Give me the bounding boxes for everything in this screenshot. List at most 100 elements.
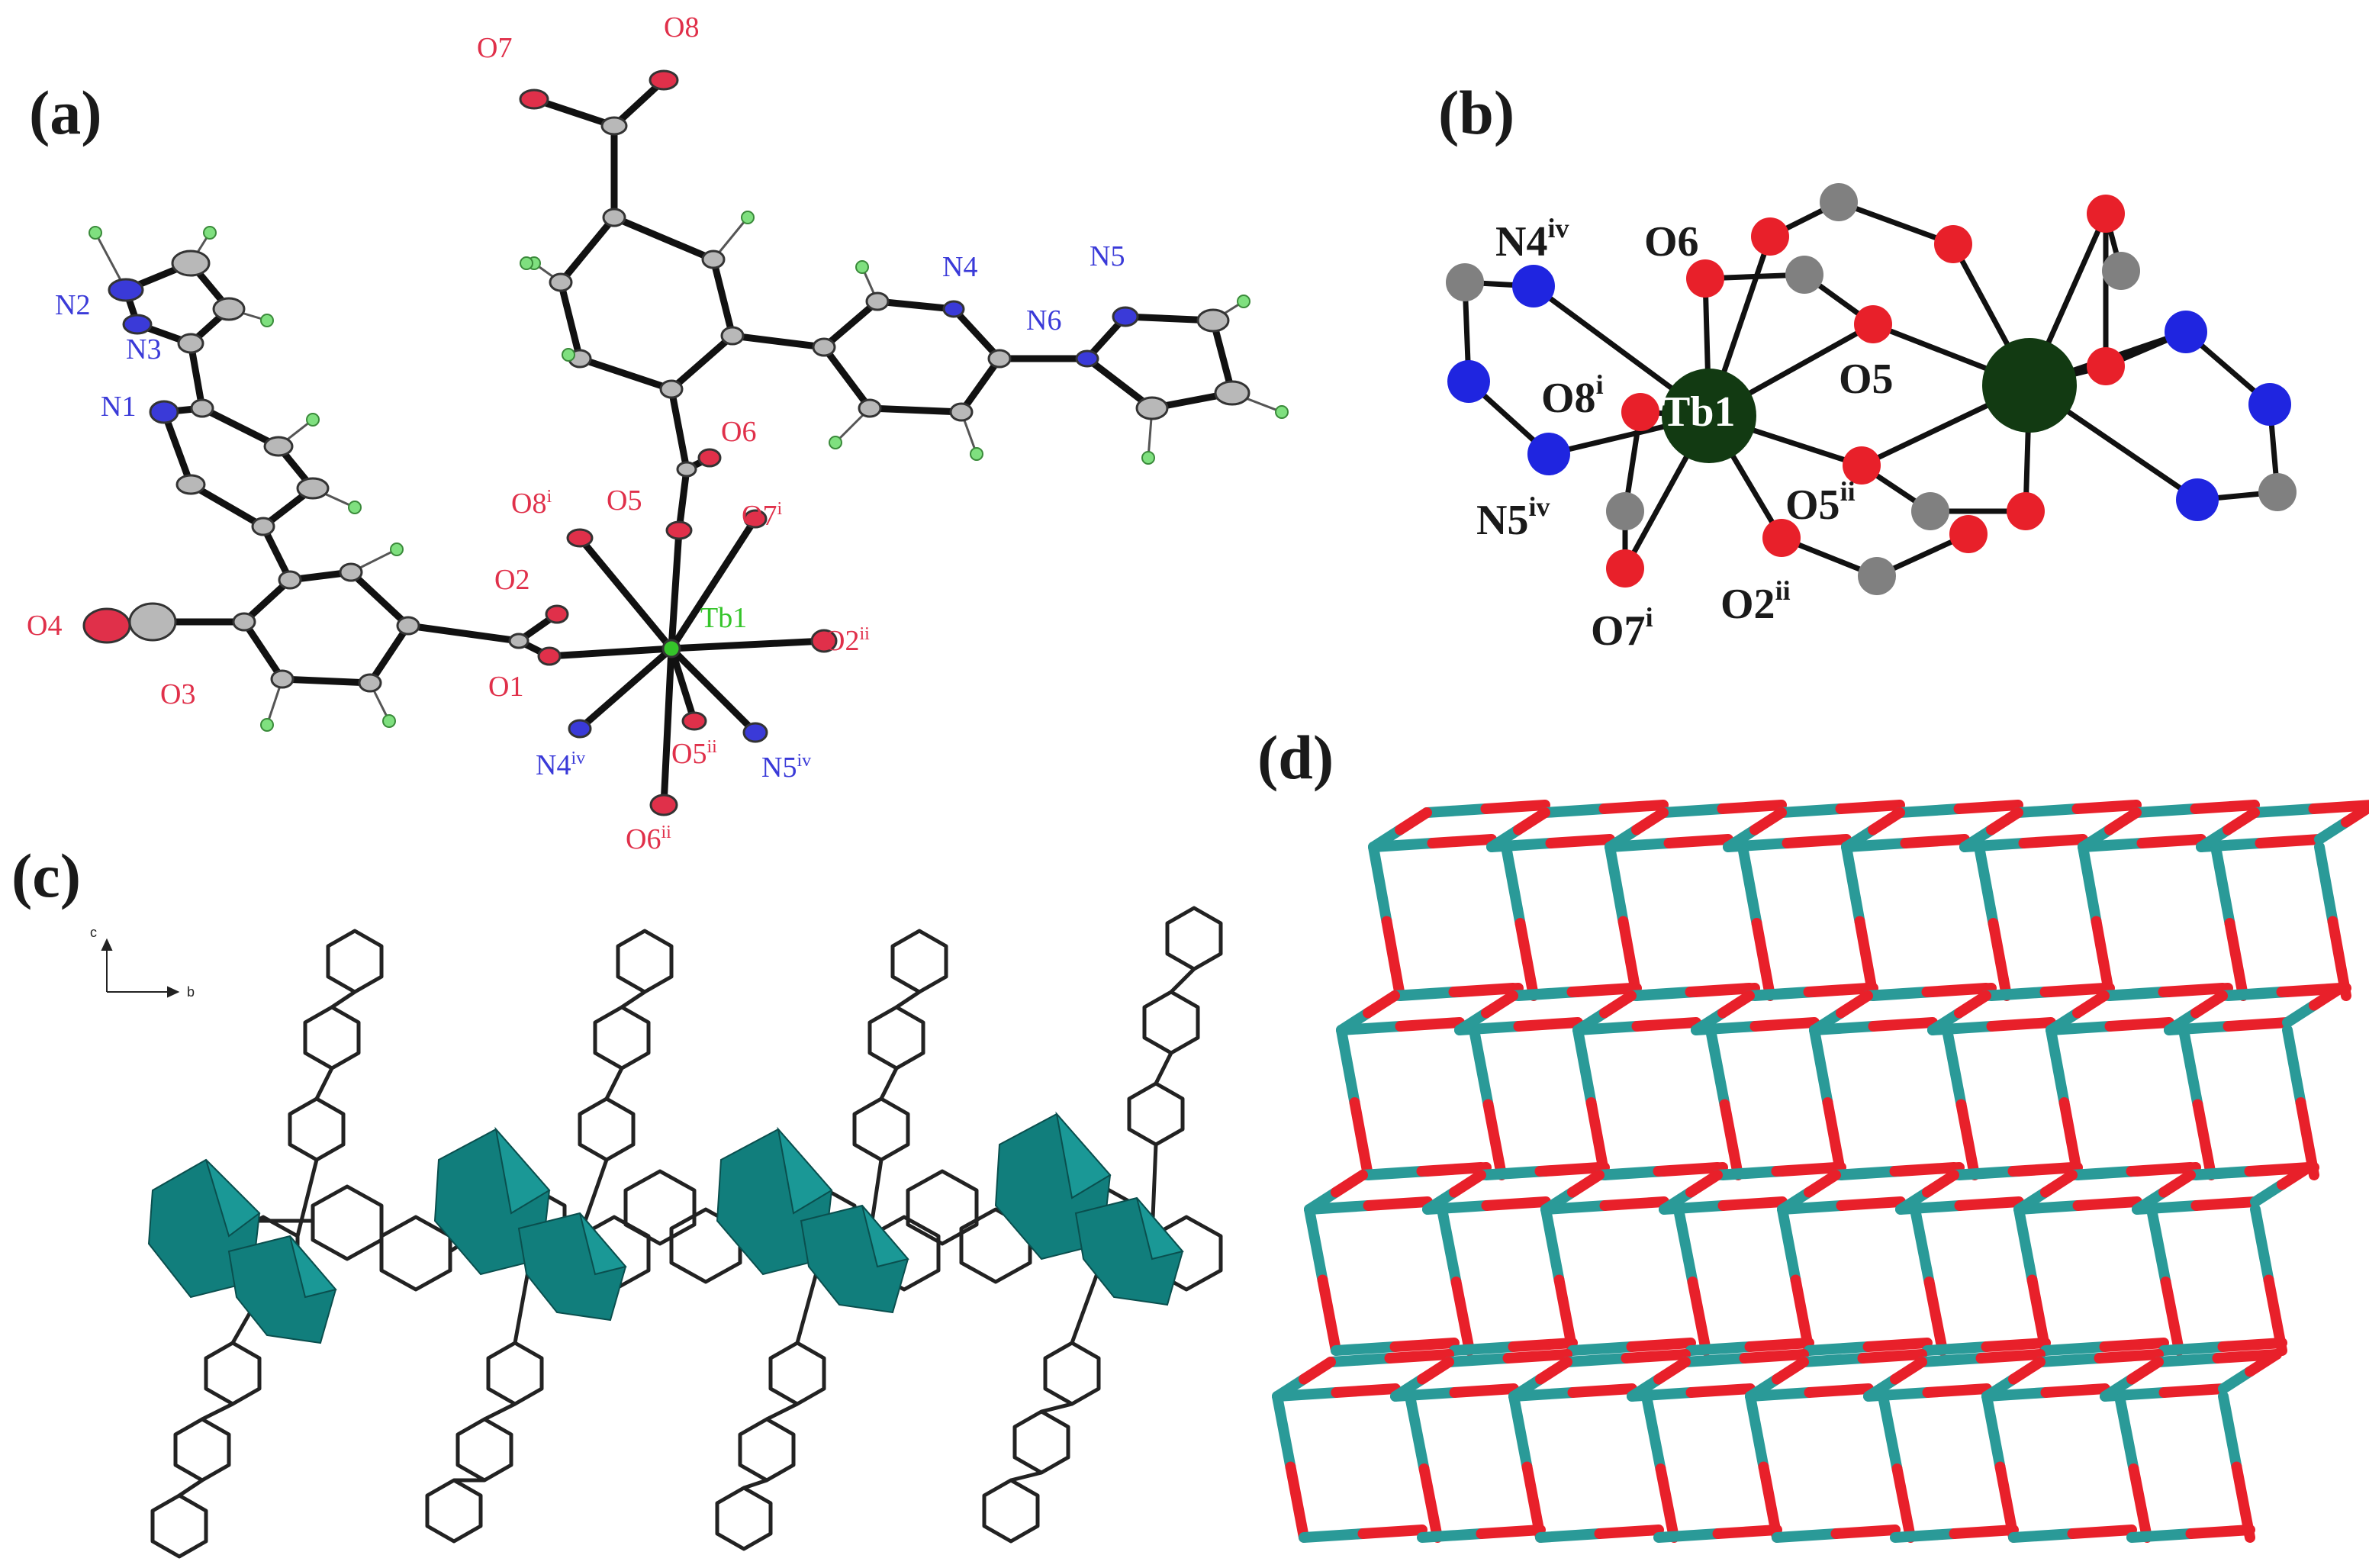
network-edge — [1513, 1017, 1583, 1032]
network-edge — [2067, 1166, 2137, 1180]
network-edge — [1417, 1357, 1454, 1385]
network-edge — [1535, 1357, 1572, 1385]
network-edge — [1444, 1353, 1514, 1367]
label-b-O6: O6 — [1644, 218, 1699, 266]
network-edge — [1653, 1528, 1724, 1543]
network-edge — [1717, 990, 1755, 1019]
network-edge — [1567, 1383, 1637, 1398]
network-edge — [1975, 1349, 2046, 1364]
network-edge — [1771, 1162, 1841, 1177]
network-edge — [1749, 1017, 1820, 1032]
panel-b-label: (b) — [1438, 78, 1514, 147]
network-edge — [1272, 1391, 1296, 1473]
network-edge — [1304, 1204, 1328, 1286]
label-b-O8i: O8i — [1541, 369, 1604, 422]
network-edge — [1469, 1029, 1494, 1110]
network-edge — [2160, 1277, 2184, 1356]
axis-indicator — [101, 938, 180, 998]
network-edge — [1395, 807, 1432, 836]
network-edge — [1502, 845, 1526, 929]
network-edge — [2190, 990, 2228, 1019]
network-edge — [2250, 1204, 2274, 1286]
network-edge — [2185, 1166, 2255, 1180]
network-edge — [1594, 1166, 1664, 1180]
panel-a-atoms — [82, 69, 1250, 816]
network-edge — [1508, 1391, 1533, 1473]
label-b-O7i: O7i — [1591, 602, 1653, 655]
network-edge — [1744, 1338, 1814, 1352]
network-edge — [1857, 1349, 1927, 1364]
network-edge — [1437, 1208, 1462, 1287]
network-edge — [1836, 1196, 1906, 1211]
network-edge — [1416, 1162, 1486, 1177]
network-edge — [2223, 807, 2260, 836]
network-edge — [1719, 1099, 1743, 1180]
panel-c-polyhedra — [147, 1111, 1184, 1344]
network-edge — [1890, 1357, 1927, 1385]
network-edge — [1889, 1162, 1959, 1177]
panel-b-atom-labels: N4iv O6 O8i Tb1 O5 N5iv O5ii O7i O2ii — [1476, 213, 1894, 655]
network-edge — [2040, 1170, 2078, 1198]
network-edge — [1685, 1341, 1756, 1356]
network-edge — [1368, 842, 1392, 927]
network-edge — [1605, 842, 1629, 927]
network-edge — [2190, 1196, 2261, 1211]
label-a-O2: O2 — [494, 564, 529, 596]
network-edge — [1739, 1349, 1809, 1364]
network-edge — [1804, 1170, 1841, 1198]
panel-a-ortep-view: (a) — [27, 11, 1289, 855]
network-edge — [2013, 1204, 2038, 1286]
network-edge — [1448, 983, 1518, 997]
network-edge — [1534, 1162, 1605, 1177]
label-a-O6: O6 — [721, 416, 756, 448]
network-edge — [2046, 1025, 2070, 1108]
network-edge — [1687, 1277, 1711, 1356]
network-edge — [1631, 807, 1669, 836]
label-a-O7: O7 — [477, 32, 512, 64]
network-edge — [2071, 800, 2142, 814]
network-edge — [1482, 1099, 1507, 1180]
network-edge — [1954, 990, 1991, 1019]
network-edge — [2072, 990, 2110, 1019]
network-edge — [1878, 1395, 1903, 1474]
network-edge — [2185, 1525, 2255, 1539]
network-edge — [2217, 987, 2287, 1001]
panel-d-network — [1272, 800, 2369, 1543]
network-edge — [1981, 1391, 2006, 1473]
label-a-O8: O8 — [664, 11, 699, 43]
network-edge — [1476, 1525, 1546, 1539]
label-a-N4iv: N4iv — [536, 749, 585, 781]
network-edge — [1685, 983, 1755, 997]
network-edge — [2008, 1357, 2046, 1385]
network-edge — [1943, 1029, 1967, 1110]
network-edge — [1513, 807, 1550, 836]
network-edge — [2314, 842, 2338, 927]
label-a-N3: N3 — [126, 333, 161, 365]
network-edge — [2147, 1208, 2171, 1287]
network-edge — [1562, 1353, 1632, 1367]
network-edge — [1738, 845, 1762, 929]
network-edge — [1381, 916, 1405, 1001]
network-edge — [1285, 1461, 1309, 1543]
label-b-N4iv: N4iv — [1495, 213, 1569, 266]
network-edge — [1954, 1196, 2024, 1211]
network-edge — [1655, 1463, 1679, 1543]
axis-label-c: c — [90, 925, 97, 940]
network-edge — [1653, 1162, 1723, 1177]
label-a-Tb1: Tb1 — [700, 602, 747, 634]
network-edge — [2078, 842, 2102, 927]
network-edge — [1777, 1204, 1801, 1286]
network-edge — [1357, 1166, 1428, 1180]
label-a-O6ii: O6ii — [626, 823, 671, 855]
network-edge — [1405, 1395, 1430, 1474]
network-edge — [2104, 1017, 2174, 1032]
network-edge — [1572, 1025, 1597, 1108]
label-a-N5: N5 — [1090, 240, 1125, 272]
network-edge — [1745, 1391, 1769, 1473]
network-edge — [1900, 834, 1970, 848]
label-b-O5ii: O5ii — [1785, 476, 1856, 529]
network-edge — [1749, 807, 1787, 836]
network-edge — [2040, 1341, 2110, 1356]
network-edge — [1357, 1525, 1428, 1539]
network-edge — [2128, 1463, 2152, 1543]
